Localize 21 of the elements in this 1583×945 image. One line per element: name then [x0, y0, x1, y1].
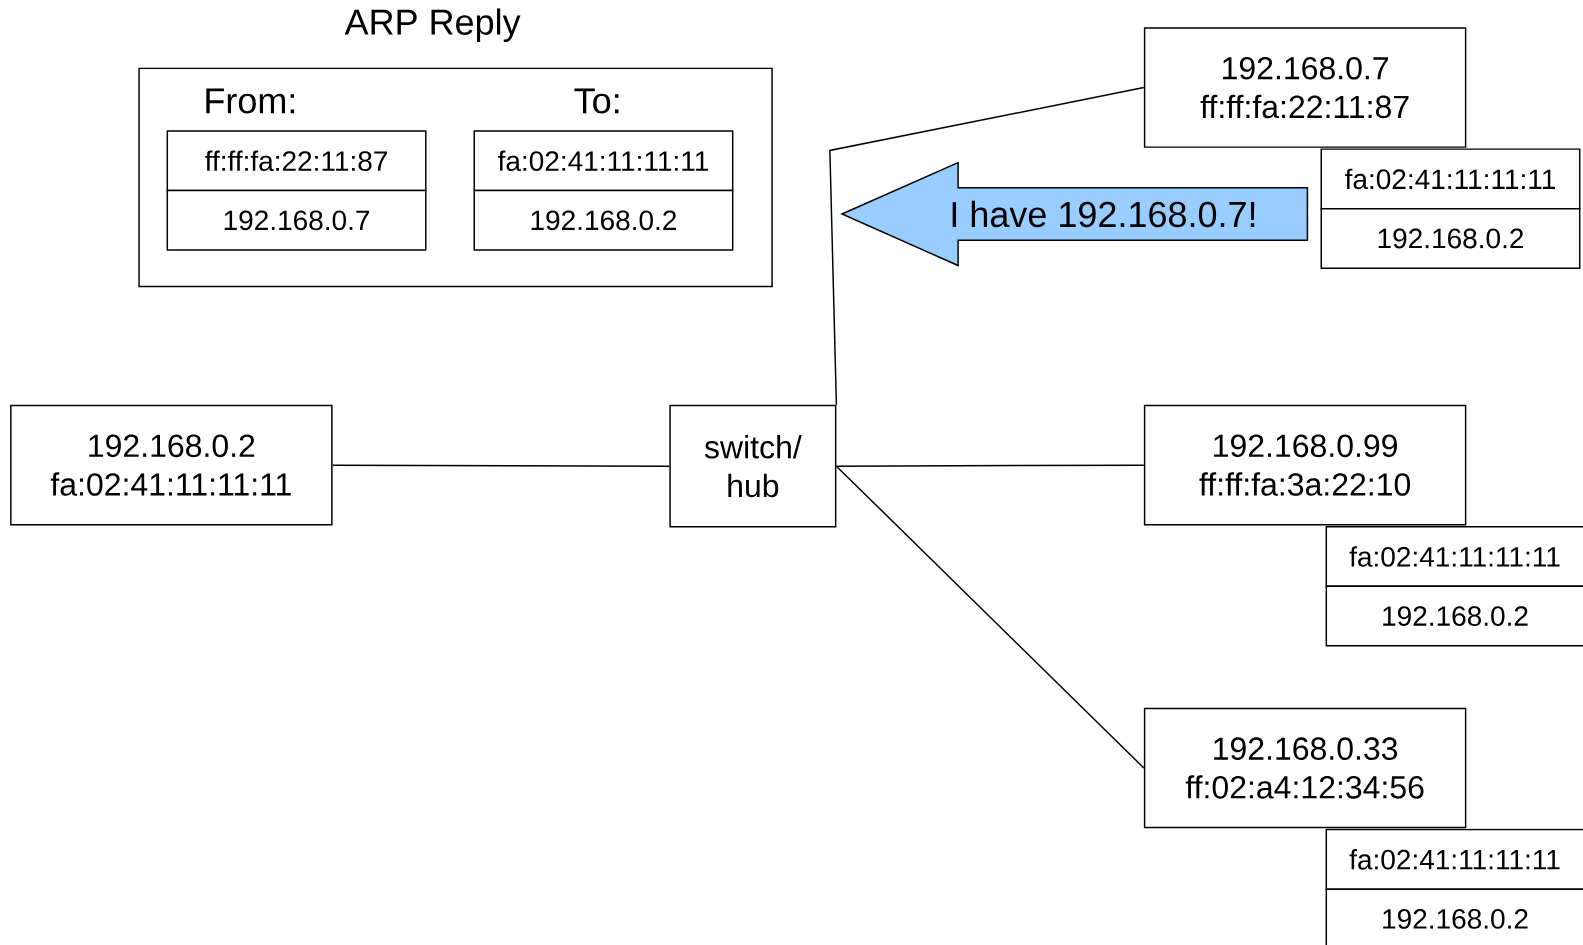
- column-heading: To:: [574, 88, 619, 114]
- table-cell: fa:02:41:11:11:11: [1325, 828, 1583, 890]
- table-cell: 192.168.0.2: [1320, 207, 1581, 269]
- table-cell: 192.168.0.2: [1325, 585, 1583, 647]
- table-cell: ff:ff:fa:22:11:87: [166, 130, 427, 192]
- table-cell: 192.168.0.7: [166, 189, 427, 251]
- table-cell: fa:02:41:11:11:11: [1325, 526, 1583, 587]
- connector-line: [835, 465, 1145, 769]
- box-title: ARP Reply: [344, 8, 521, 42]
- column-heading: From:: [206, 88, 295, 114]
- connector-line: [829, 86, 1145, 406]
- table-cell: fa:02:41:11:11:11: [473, 130, 734, 192]
- connector-line: [835, 464, 1145, 467]
- host-box: switch/ hub: [669, 404, 837, 528]
- connector-line: [331, 464, 671, 467]
- table-cell: 192.168.0.2: [1325, 888, 1583, 945]
- table-cell: fa:02:41:11:11:11: [1320, 148, 1581, 210]
- table-cell: 192.168.0.2: [473, 189, 734, 251]
- host-box: 192.168.0.33 ff:02:a4:12:34:56: [1143, 707, 1467, 829]
- host-box: 192.168.0.99 ff:ff:fa:3a:22:10: [1143, 404, 1467, 526]
- host-box: 192.168.0.2 fa:02:41:11:11:11: [10, 404, 333, 526]
